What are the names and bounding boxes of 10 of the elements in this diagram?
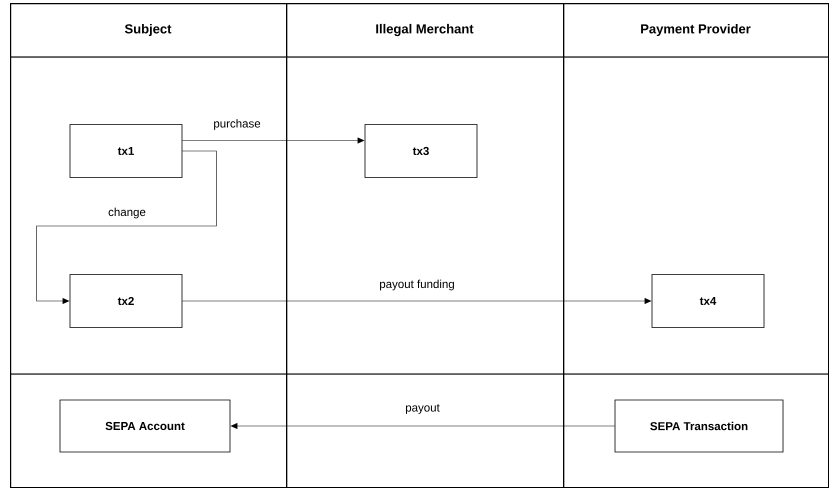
edge-label: change [107, 206, 147, 220]
process-box: SEPA Account [60, 400, 230, 452]
edge-label: payout [404, 403, 441, 415]
process-box: tx3 [364, 124, 478, 178]
process-box: SEPA Transaction [614, 400, 784, 452]
edge-label: payout funding [378, 278, 456, 292]
edge-label: purchase [212, 118, 262, 131]
process-box: tx4 [652, 274, 764, 328]
process-box: tx1 [70, 124, 182, 178]
process-box: tx2 [70, 274, 182, 328]
